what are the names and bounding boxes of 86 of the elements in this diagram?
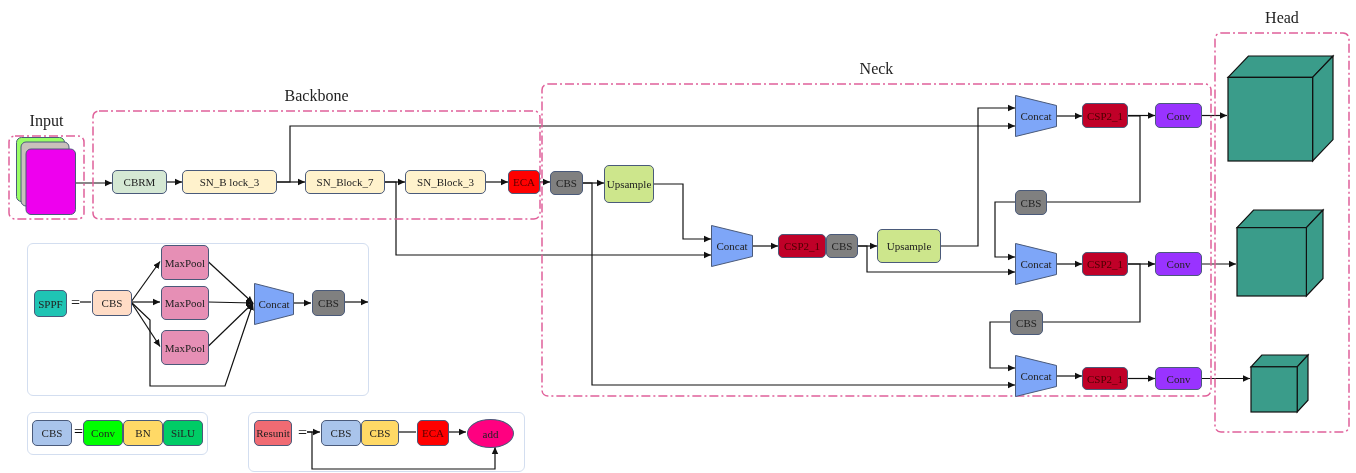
equals-sign: = (74, 424, 84, 440)
section-title: Head (1264, 8, 1300, 28)
arrow (994, 201, 1016, 261)
process-box: CBS (312, 290, 345, 316)
arrow (306, 431, 499, 470)
process-box: MaxPool (161, 245, 209, 280)
arrow (166, 178, 183, 186)
equals-sign: = (297, 424, 308, 442)
arrow (130, 301, 254, 387)
feature-map-stack (16, 137, 76, 215)
process-box: ECA (508, 170, 540, 194)
process-box: Conv (83, 420, 123, 446)
arrow (582, 182, 1016, 389)
process-box: SN_Block_3 (405, 170, 486, 194)
arrow (207, 302, 254, 348)
arrow (207, 260, 254, 304)
process-box: SiLU (163, 420, 203, 446)
process-box: Conv (1155, 367, 1202, 390)
add-ellipse: add (467, 419, 514, 448)
process-box: Conv (1155, 252, 1202, 276)
process-box: CBS (550, 171, 583, 195)
cube-drawing (1227, 55, 1334, 162)
panel-card (27, 243, 369, 396)
process-box: CSP2_1 (778, 234, 826, 258)
arrow (752, 242, 779, 250)
equals-sign: = (70, 294, 81, 312)
connector-line (1046, 115, 1141, 203)
process-box: ECA (417, 420, 449, 446)
arrow (343, 298, 369, 306)
process-box: BN (123, 420, 163, 446)
arrow (384, 181, 712, 259)
arrow (130, 298, 161, 306)
process-box: CBS (361, 420, 399, 446)
process-box: SN_Block_7 (305, 170, 385, 194)
process-box: Resunit (254, 420, 292, 446)
concat-trapezoid: Concat (254, 283, 294, 325)
arrow (653, 183, 712, 243)
arrow (1056, 372, 1083, 380)
arrow (1201, 260, 1237, 268)
connector-line (1042, 263, 1141, 323)
arrow (75, 179, 113, 187)
arrow (447, 428, 467, 436)
arrow (276, 122, 1016, 183)
arrow (989, 321, 1016, 372)
arrow (940, 104, 1016, 247)
process-box: CBS (826, 234, 858, 258)
cube-drawing (1236, 209, 1324, 297)
process-box: SN_B lock_3 (182, 170, 277, 194)
process-box: Upsample (877, 229, 941, 263)
process-box: MaxPool (161, 330, 209, 365)
arrow (857, 245, 1016, 276)
panel-card (248, 412, 525, 472)
process-box: SPPF (34, 290, 67, 317)
arrow (207, 299, 254, 307)
concat-trapezoid: Concat (1015, 243, 1057, 285)
panel-card (27, 412, 208, 455)
concat-trapezoid: Concat (711, 225, 753, 267)
process-box: CSP2_1 (1082, 103, 1128, 128)
process-box: CBS (321, 420, 361, 446)
process-box: CBS (32, 420, 72, 446)
arrow (130, 260, 161, 303)
connector-line (397, 431, 417, 433)
section-title: Input (28, 111, 65, 131)
arrow (1056, 112, 1083, 120)
section-title: Neck (858, 59, 895, 79)
arrow (539, 178, 551, 186)
arrow (1201, 112, 1228, 119)
arrow (1127, 375, 1156, 382)
concat-trapezoid: Concat (1015, 95, 1057, 137)
process-box: CBRM (112, 170, 167, 194)
arrow (292, 299, 312, 307)
arrow (485, 178, 509, 186)
section-title: Backbone (283, 86, 350, 106)
process-box: Upsample (604, 165, 654, 203)
process-box: CBS (1015, 190, 1047, 215)
process-box: CSP2_1 (1082, 367, 1128, 390)
process-box: CBS (1010, 310, 1043, 335)
concat-trapezoid: Concat (1015, 355, 1057, 397)
cube-drawing (1250, 354, 1309, 413)
process-box: Conv (1155, 103, 1202, 128)
connector-line (79, 301, 92, 303)
process-box: CBS (92, 290, 132, 316)
arrow (1056, 260, 1083, 268)
process-box: CSP2_1 (1082, 252, 1128, 276)
process-box: MaxPool (161, 286, 209, 320)
arrow (1201, 375, 1251, 382)
